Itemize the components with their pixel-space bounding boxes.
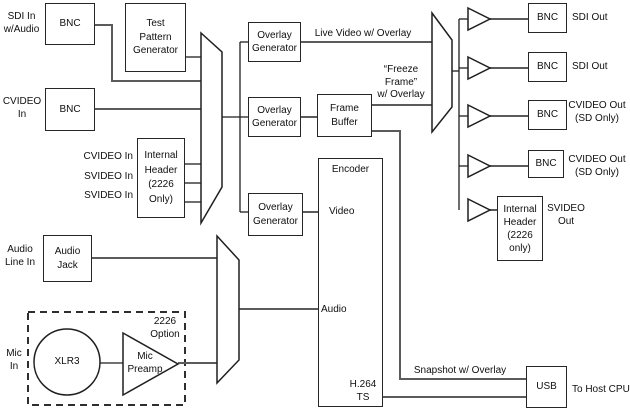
sdi-out-2-label: SDI Out <box>572 61 608 72</box>
bnc-sdi-out-2-box: BNC <box>528 52 567 82</box>
snapshot-overlay-label: Snapshot w/ Overlay <box>413 365 507 376</box>
internal-header-in-box: Internal Header (2226 Only) <box>137 138 185 218</box>
encoder-h264-ts-label: H.264 TS <box>349 379 377 403</box>
encoder-box <box>318 158 383 407</box>
cvideo-out-2-label: CVIDEO Out (SD Only) <box>568 154 626 178</box>
header-svideo-in-2-label: SVIDEO In <box>84 190 133 201</box>
bnc-sdi-out-1-box: BNC <box>528 3 567 33</box>
cvideo-in-label: CVIDEO In <box>2 96 42 120</box>
option-2226-dashed-box <box>27 311 186 406</box>
overlay-generator-1-box: Overlay Generator <box>248 22 301 62</box>
bnc-cvideo-out-2-box: BNC <box>528 150 564 178</box>
cvideo-out-1-label: CVIDEO Out (SD Only) <box>568 100 626 124</box>
wire-snapshot-to-usb <box>372 130 526 380</box>
to-host-cpu-label: To Host CPU <box>572 384 630 395</box>
output-amp-1-icon <box>467 6 492 32</box>
encoder-title: Encoder <box>331 164 370 175</box>
encoder-video-label: Video <box>329 206 355 217</box>
mic-in-label: Mic In <box>6 348 22 372</box>
encoder-audio-label: Audio <box>321 304 347 315</box>
audio-input-mux <box>216 234 240 385</box>
output-amp-5-icon <box>467 197 492 223</box>
usb-box: USB <box>526 366 567 408</box>
bnc-cvideo-in-box: BNC <box>45 88 95 131</box>
test-pattern-generator-box: Test Pattern Generator <box>125 3 186 72</box>
header-svideo-in-1-label: SVIDEO In <box>84 171 133 182</box>
signal-wires <box>92 18 528 398</box>
wire-sdi-bnc-to-mux <box>95 24 201 82</box>
audio-jack-box: Audio Jack <box>43 235 92 282</box>
svideo-out-label: SVIDEO Out <box>547 203 585 227</box>
video-output-demux <box>431 10 453 135</box>
audio-line-in-label: Audio Line In <box>4 244 36 268</box>
overlay-generator-2-box: Overlay Generator <box>248 97 301 137</box>
sdi-out-1-label: SDI Out <box>572 12 608 23</box>
mic-preamp-label: Mic Preamp <box>127 351 163 375</box>
video-input-mux <box>200 31 223 226</box>
bnc-cvideo-out-1-box: BNC <box>528 100 567 130</box>
freeze-frame-overlay-label: “Freeze Frame” w/ Overlay <box>377 64 425 100</box>
internal-header-out-box: Internal Header (2226 only) <box>497 196 543 261</box>
overlay-generator-3-box: Overlay Generator <box>248 193 303 236</box>
xlr3-connector-circle <box>33 328 101 396</box>
live-video-overlay-label: Live Video w/ Overlay <box>314 28 412 39</box>
option-2226-label: 2226 Option <box>150 316 180 340</box>
mic-preamp-triangle <box>122 331 180 397</box>
xlr3-label: XLR3 <box>54 356 80 367</box>
header-cvideo-in-label: CVIDEO In <box>83 151 133 162</box>
output-amp-4-icon <box>467 153 492 179</box>
bnc-sdi-in-box: BNC <box>45 3 95 45</box>
frame-buffer-box: Frame Buffer <box>317 94 372 137</box>
output-amp-2-icon <box>467 55 492 81</box>
branch-wires <box>100 18 468 364</box>
output-amp-3-icon <box>467 103 492 129</box>
sdi-in-label: SDI In w/Audio <box>3 11 40 35</box>
